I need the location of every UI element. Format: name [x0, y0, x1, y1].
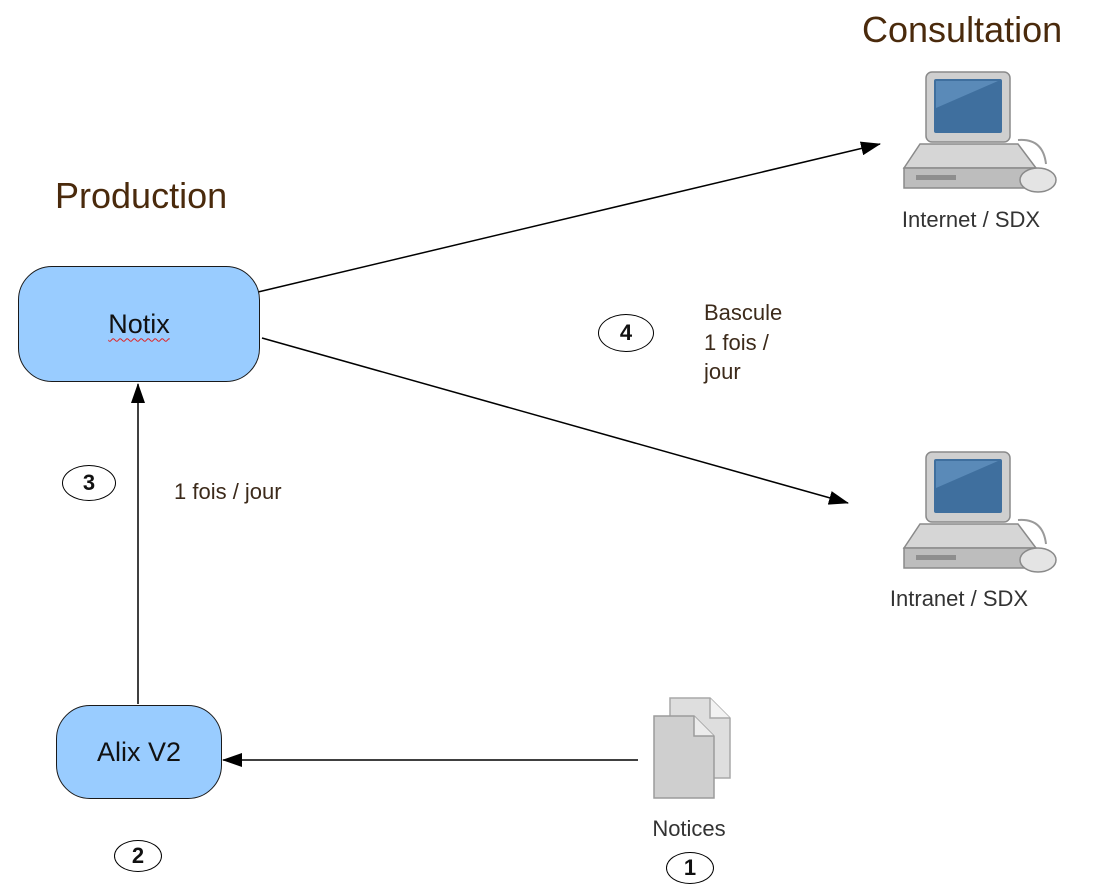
arrow-notix-to-intranet — [261, 337, 849, 505]
desktop-computer-icon — [902, 71, 1057, 193]
bascule-line: 1 fois / — [704, 329, 769, 355]
documents-icon — [653, 697, 731, 799]
arrow-notix-to-internet — [257, 141, 881, 293]
alix-label: Alix V2 — [96, 736, 182, 767]
notices-caption: Notices — [652, 816, 726, 841]
daily-note: 1 fois / jour — [174, 479, 282, 504]
bascule-line: Bascule — [704, 300, 783, 325]
consultation-heading: Consultation — [862, 9, 1063, 50]
bascule-note: Bascule 1 fois / jour — [704, 298, 782, 387]
production-heading: Production — [55, 175, 228, 216]
alix-box: Alix V2 — [56, 705, 222, 799]
notix-box: Notix — [18, 266, 260, 382]
internet-caption: Internet / SDX — [901, 207, 1041, 232]
desktop-computer-icon — [902, 451, 1057, 573]
step-4-badge: 4 — [598, 314, 654, 352]
step-3-badge: 3 — [62, 465, 116, 501]
bascule-line: jour — [704, 359, 741, 385]
step-2-badge: 2 — [114, 840, 162, 872]
step-1-badge: 1 — [666, 852, 714, 884]
intranet-caption: Intranet / SDX — [889, 586, 1029, 611]
notix-label: Notix — [108, 308, 170, 339]
